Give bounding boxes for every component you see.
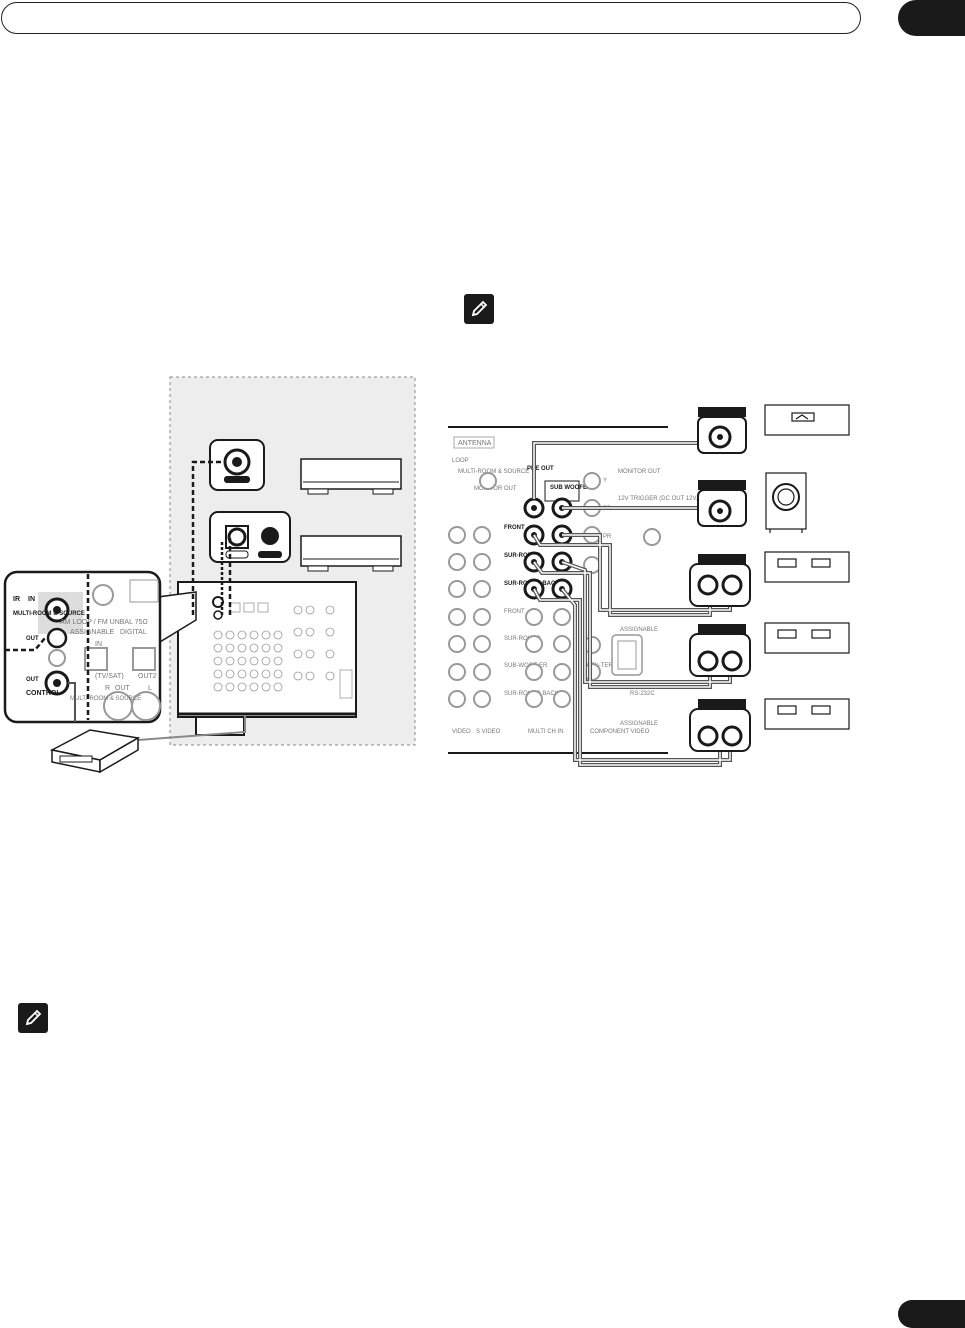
amplifier-center [764, 404, 850, 436]
amp-input-box-front [689, 554, 751, 607]
svideo-label: S VIDEO [476, 729, 501, 735]
remote-unit-2 [300, 535, 402, 572]
page-header-bar [1, 2, 861, 34]
amplifier-surround-back [764, 698, 850, 730]
ant-label: AM LOOP / FM UNBAL 75Ω [60, 619, 148, 626]
out-label: OUT [115, 685, 131, 692]
multiroom-in-label: IN [28, 596, 35, 603]
front-label: FRONT [504, 525, 525, 531]
center-label: CEN-TER [586, 663, 613, 669]
page-number-tab [898, 1300, 965, 1328]
multiroom-source-label: MULTI-ROOM & SOURCE [70, 696, 141, 702]
y-label: Y [603, 478, 607, 484]
control-out-label: OUT [26, 677, 39, 683]
remote-unit-1 [300, 458, 402, 495]
monitor-out-small-label: MONITOR OUT [474, 486, 517, 492]
control-device-icon [49, 729, 141, 774]
loop-label: LOOP [452, 458, 469, 464]
antenna-label: ANTENNA [458, 440, 492, 447]
subwoofer-in-label: SUB-WOOF-ER [504, 663, 548, 669]
rs232c-label: RS-232C [630, 691, 655, 697]
zoom-callout: IR IN MULTI-ROOM & SOURCE OUT OUT CONTRO… [3, 570, 162, 724]
digital-in-label: IN [95, 641, 102, 648]
subwoofer-unit [765, 472, 807, 533]
amp-input-box-surround [689, 624, 751, 677]
control-label: CONTROL [26, 690, 61, 697]
video-label: VIDEO [452, 729, 471, 735]
multichin-label: MULTI CH IN [528, 729, 564, 735]
front-in-label: FRONT [504, 609, 525, 615]
assignable-bottom-label: ASSIGNABLE [620, 721, 658, 727]
amplifier-surround [764, 622, 850, 654]
out2-label: OUT2 [138, 673, 157, 680]
tvsat-label: (TV/SAT) [95, 673, 124, 680]
subwoofer-label: SUB WOOFER [550, 485, 592, 491]
svg-text:IR: IR [13, 596, 20, 603]
surround-in-label: SUR-ROUND [504, 636, 541, 642]
amp-input-box-center [697, 407, 747, 454]
l-label: L [148, 685, 152, 692]
multiroom-source-label: MULTI-ROOM & SOURCE [458, 469, 529, 475]
preout-label: PRE OUT [527, 466, 554, 472]
amp-input-box-surround-back [689, 699, 751, 752]
digital-label: DIGITAL [120, 629, 147, 636]
preout-connection-diagram: ANTENNA LOOP MULTI-ROOM & SOURCE MONITOR… [440, 395, 860, 785]
assignable-label: ASSIGNABLE [70, 629, 115, 636]
component-video-label: COMPONENT VIDEO [590, 729, 650, 735]
multiroom-out-label: OUT [26, 636, 39, 642]
note-pencil-icon [464, 294, 494, 324]
chapter-tab [898, 0, 965, 36]
assignable-top-label: ASSIGNABLE [620, 627, 658, 633]
r-label: R [105, 685, 110, 692]
amp-input-box-sub [697, 480, 747, 527]
monitor-out-label: MONITOR OUT [618, 469, 661, 475]
amplifier-front [764, 551, 850, 583]
multiroom-label: MULTI-ROOM & SOURCE [13, 611, 85, 617]
trigger-label: 12V TRIGGER (DC OUT 12V/ 100mA MAX) [618, 496, 735, 502]
note-pencil-icon [18, 1003, 48, 1033]
pr-label: PR [603, 534, 612, 540]
surround-label: SUR-ROUND [504, 553, 541, 559]
multiroom-connection-diagram: IR IN MULTI-ROOM & SOURCE OUT OUT CONTRO… [0, 370, 420, 780]
receiver-rear-panel [177, 581, 357, 736]
